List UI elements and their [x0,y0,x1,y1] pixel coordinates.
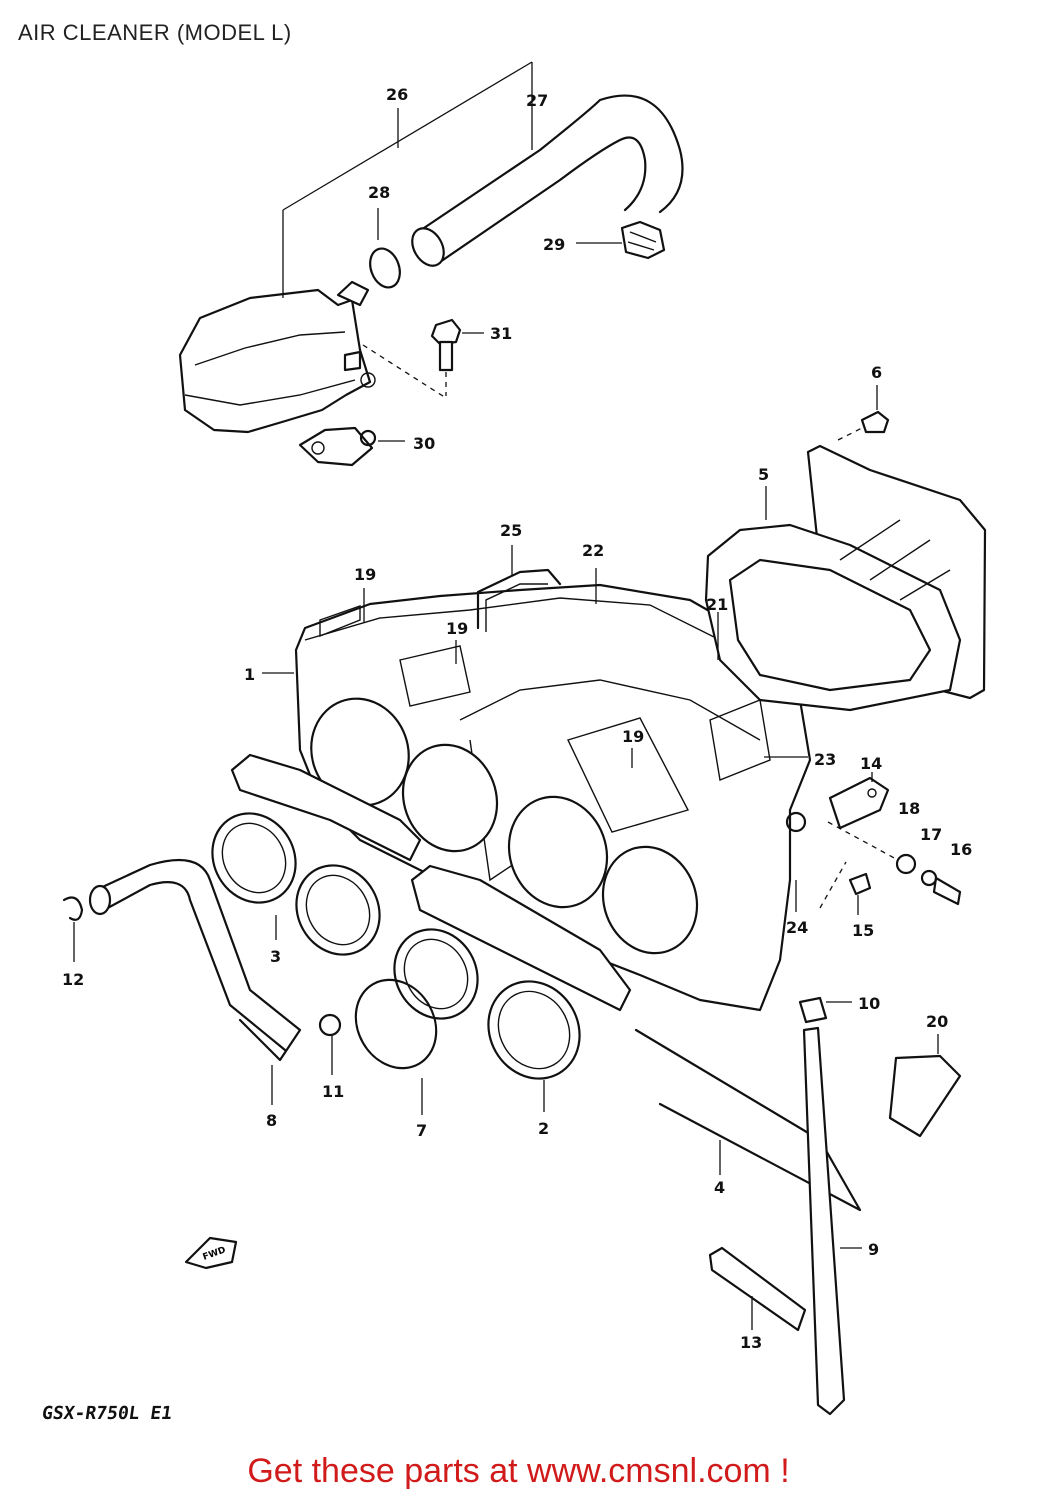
filter-element [704,444,987,712]
hose-clamp-29 [576,220,666,260]
part-number-30: 30 [413,434,435,453]
part-number-27: 27 [526,91,548,110]
part-number-11: 11 [322,1082,344,1101]
part-number-3: 3 [270,947,281,966]
part-number-1: 1 [244,665,255,684]
washer-17 [920,869,938,887]
part-number-19b: 19 [446,619,468,638]
part-number-23: 23 [814,750,836,769]
air-cleaner-case [294,583,812,1012]
screw-16 [932,876,962,906]
part-number-31: 31 [490,324,512,343]
washer-30 [359,344,447,447]
part-number-24: 24 [786,918,808,937]
bracket-14 [828,772,890,830]
bracket-13 [708,1246,807,1332]
washer-18 [827,821,917,875]
part-number-19a: 19 [354,565,376,584]
part-number-4: 4 [714,1178,725,1197]
part-number-17: 17 [920,825,942,844]
fwd-arrow: FWD [184,1236,238,1270]
drain-hose-8 [88,858,302,1105]
rod-4 [634,1028,862,1212]
piece-20 [888,1034,962,1138]
intake-boots [211,753,422,956]
part-number-7: 7 [416,1121,427,1140]
intake-boots-2 [393,864,632,1080]
part-number-26: 26 [386,85,408,104]
screw-15 [819,861,872,915]
part-number-19c: 19 [622,727,644,746]
part-number-10: 10 [858,994,880,1013]
part-number-22: 22 [582,541,604,560]
breather-cover-assembly [178,280,376,467]
part-number-9: 9 [868,1240,879,1259]
part-number-21: 21 [706,595,728,614]
model-code: GSX-R750L E1 [40,1403,174,1424]
part-number-25: 25 [500,521,522,540]
clip-11 [318,1013,342,1075]
part-number-6: 6 [871,363,882,382]
part-number-2: 2 [538,1119,549,1138]
part-number-20: 20 [926,1012,948,1031]
lid-25 [476,568,562,632]
diagram-title: AIR CLEANER (MODEL L) [18,20,292,45]
breather-hose [411,94,684,267]
part-number-12: 12 [62,970,84,989]
clip-12 [62,896,84,962]
cta-link[interactable]: Get these parts at www.cmsnl.com ! [247,1452,790,1490]
part-number-15: 15 [852,921,874,940]
clamp-7 [354,978,438,1115]
bolt-31 [430,318,484,396]
part-number-16: 16 [950,840,972,859]
part-number-28: 28 [368,183,390,202]
part-number-29: 29 [543,235,565,254]
drain-tube-9 [798,996,862,1416]
grommet-24 [785,811,807,912]
part-number-5: 5 [758,465,769,484]
screw-6 [837,385,890,441]
part-number-8: 8 [266,1111,277,1130]
part-number-14: 14 [860,754,882,773]
part-number-13: 13 [740,1333,762,1352]
part-number-18: 18 [898,799,920,818]
clip-28 [369,208,401,289]
